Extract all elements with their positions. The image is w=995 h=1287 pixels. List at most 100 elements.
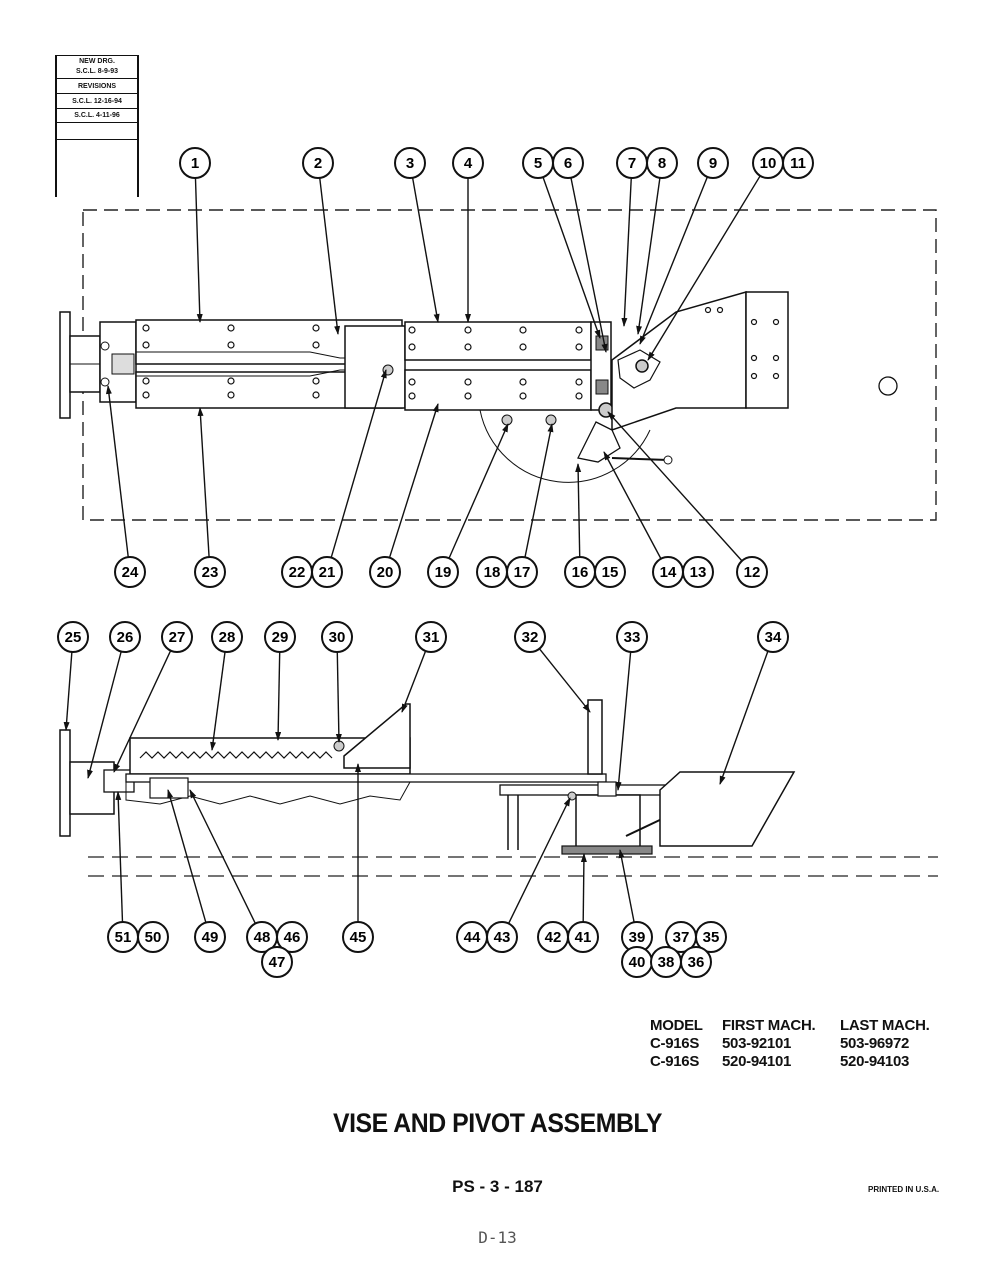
leader-line xyxy=(63,651,73,731)
callout-number: 15 xyxy=(602,564,619,581)
callout-circle xyxy=(394,147,426,179)
callout-circle xyxy=(137,921,169,953)
leader-line xyxy=(210,651,226,751)
leader-line xyxy=(524,423,554,558)
callout-number: 41 xyxy=(575,929,592,946)
callout-circle xyxy=(321,621,353,653)
callout-circle xyxy=(179,147,211,179)
callout-circle xyxy=(646,147,678,179)
callout-circle xyxy=(506,556,538,588)
callout-circle xyxy=(109,621,141,653)
callout-circle xyxy=(757,621,789,653)
model-table: MODEL FIRST MACH. LAST MACH. C-916S 503-… xyxy=(650,1017,940,1071)
callout-number: 27 xyxy=(169,629,186,646)
leader-line xyxy=(570,177,608,353)
leader-line xyxy=(194,177,203,323)
leader-line xyxy=(197,407,210,558)
leader-line xyxy=(575,463,582,558)
callout-number: 40 xyxy=(629,954,646,971)
callout-number: 50 xyxy=(145,929,162,946)
callout-number: 30 xyxy=(329,629,346,646)
callout-number: 6 xyxy=(564,155,572,172)
callout-circle xyxy=(194,921,226,953)
callout-number: 5 xyxy=(534,155,542,172)
leader-line xyxy=(621,177,632,327)
callout-number: 23 xyxy=(202,564,219,581)
model-table-header: MODEL FIRST MACH. LAST MACH. xyxy=(650,1017,940,1035)
callout-number: 26 xyxy=(117,629,134,646)
leader-line xyxy=(335,651,342,743)
leader-line xyxy=(115,791,124,923)
callout-circle xyxy=(369,556,401,588)
leader-line xyxy=(507,797,571,924)
callout-number: 49 xyxy=(202,929,219,946)
callout-number: 35 xyxy=(703,929,720,946)
leader-line xyxy=(719,650,769,785)
callout-number: 42 xyxy=(545,929,562,946)
leader-line xyxy=(538,648,591,713)
table-outline xyxy=(82,209,937,521)
revision-entry: S.C.L. 12-16-94 xyxy=(72,98,122,105)
page-number: PS - 3 - 187 xyxy=(452,1177,543,1196)
callout-number: 1 xyxy=(191,155,199,172)
callout-number: 12 xyxy=(744,564,761,581)
leader-line xyxy=(639,176,709,345)
callout-circle xyxy=(311,556,343,588)
callout-number: 33 xyxy=(624,629,641,646)
callout-number: 19 xyxy=(435,564,452,581)
leader-line xyxy=(411,177,440,323)
callout-circle xyxy=(276,921,308,953)
callout-circle xyxy=(452,147,484,179)
callout-circle xyxy=(161,621,193,653)
leader-line xyxy=(105,385,129,558)
lower-jaw xyxy=(404,369,592,411)
callout-circle xyxy=(261,946,293,978)
leader-line xyxy=(615,651,632,791)
callout-circle xyxy=(114,556,146,588)
callout-circle xyxy=(567,921,599,953)
callout-number: 46 xyxy=(284,929,301,946)
callout-number: 32 xyxy=(522,629,539,646)
callout-number: 4 xyxy=(464,155,473,172)
callout-circle xyxy=(211,621,243,653)
callout-number: 24 xyxy=(122,564,139,581)
callout-number: 8 xyxy=(658,155,666,172)
callout-number: 16 xyxy=(572,564,589,581)
callout-number: 22 xyxy=(289,564,306,581)
saw-head xyxy=(659,771,796,847)
document-number: D-13 xyxy=(478,1228,517,1247)
leader-line xyxy=(618,849,635,923)
callout-number: 9 xyxy=(709,155,717,172)
leader-line xyxy=(603,451,662,560)
callout-number: 11 xyxy=(790,155,806,172)
leader-line xyxy=(330,369,387,558)
leader-line xyxy=(87,651,122,779)
callout-number: 7 xyxy=(628,155,636,172)
callout-number: 36 xyxy=(688,954,705,971)
callout-number: 43 xyxy=(494,929,511,946)
model-table-row: C-916S 503-92101 503-96972 xyxy=(650,1035,910,1052)
callout-number: 45 xyxy=(350,929,367,946)
leader-line xyxy=(113,650,172,773)
leader-line xyxy=(647,175,761,361)
callout-number: 2 xyxy=(314,155,322,172)
side-view xyxy=(59,699,938,877)
callout-circle xyxy=(616,621,648,653)
header-cell: MODEL xyxy=(650,1017,703,1034)
callout-number: 14 xyxy=(660,564,677,581)
callout-circle xyxy=(680,946,712,978)
callout-number: 48 xyxy=(254,929,271,946)
callout-number: 31 xyxy=(423,629,440,646)
callout-circle xyxy=(695,921,727,953)
callout-number: 44 xyxy=(464,929,481,946)
leader-line xyxy=(275,651,282,741)
callout-circle xyxy=(302,147,334,179)
leader-line xyxy=(388,403,439,558)
revision-entry: S.C.L. 4-11-96 xyxy=(74,112,120,119)
callout-number: 39 xyxy=(629,929,646,946)
callout-number: 47 xyxy=(269,954,286,971)
callout-number: 34 xyxy=(765,629,782,646)
upper-jaw xyxy=(404,321,592,361)
